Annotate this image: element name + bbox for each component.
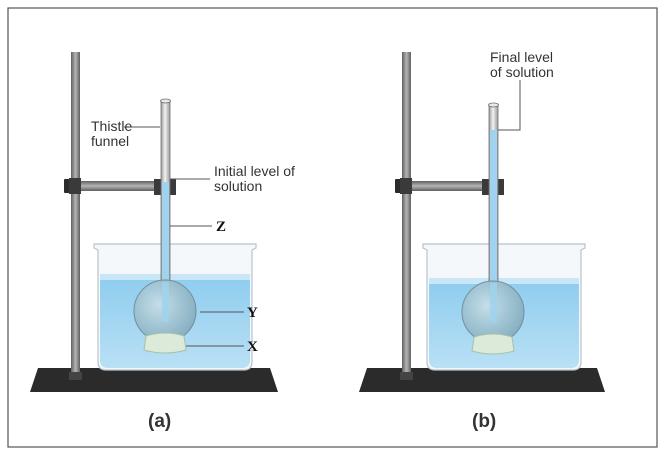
label-thistle-line2: funnel <box>91 133 129 149</box>
panel-b: Final level of solution (b) <box>359 49 605 432</box>
stand-rod <box>402 52 411 378</box>
caption-a: (a) <box>148 411 171 432</box>
bulb-solution <box>490 283 497 323</box>
water-surface <box>429 278 579 284</box>
panel-a: Thistle funnel Initial level of solution… <box>30 52 295 432</box>
water-surface <box>100 274 250 280</box>
stand-base <box>359 368 605 392</box>
caption-b: (b) <box>472 411 496 432</box>
stand-rod <box>71 52 80 378</box>
label-final-line2: of solution <box>490 64 554 80</box>
label-initial-line1: Initial level of <box>214 163 295 179</box>
tube-solution <box>490 130 497 292</box>
label-final-line1: Final level <box>490 49 553 65</box>
clamp-boss <box>400 178 412 194</box>
tube-solution <box>162 182 169 292</box>
label-initial-line2: solution <box>214 178 262 194</box>
clamp-arm <box>81 181 155 191</box>
final-leader <box>498 80 521 131</box>
membrane <box>471 333 515 355</box>
clamp-screw <box>64 179 70 193</box>
rod-foot <box>400 372 413 380</box>
label-x: X <box>247 339 258 355</box>
rod-foot <box>69 372 82 380</box>
clamp-arm <box>412 181 484 191</box>
membrane <box>143 332 187 354</box>
label-thistle-line1: Thistle <box>91 118 132 134</box>
clamp-boss <box>69 178 81 194</box>
bulb-solution <box>162 282 169 322</box>
stand-base <box>30 368 278 392</box>
clamp-screw <box>395 179 401 193</box>
tube-mouth <box>488 102 499 108</box>
label-y: Y <box>247 305 258 321</box>
tube-mouth <box>160 98 171 104</box>
label-z: Z <box>216 219 226 235</box>
